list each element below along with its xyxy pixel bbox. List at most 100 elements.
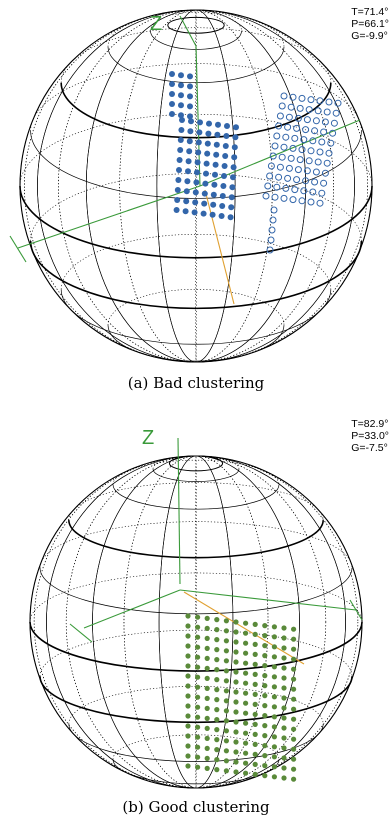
- cluster-point-hollow: [293, 124, 301, 132]
- cluster-point-filled: [233, 769, 239, 775]
- cluster-point-filled: [183, 198, 190, 205]
- cluster-point-filled: [183, 188, 190, 195]
- cluster-point-filled: [195, 149, 202, 156]
- cluster-point-filled: [291, 706, 297, 712]
- theta-angle: T=71.4°: [351, 6, 389, 18]
- cluster-point-filled: [187, 128, 194, 135]
- cluster-point-hollow: [291, 134, 299, 142]
- cluster-point-filled: [214, 737, 220, 743]
- cluster-point-filled: [212, 161, 219, 168]
- cluster-point-hollow: [293, 176, 301, 184]
- cluster-point-filled: [243, 690, 249, 696]
- cluster-point-filled: [281, 625, 287, 631]
- cluster-point-filled: [178, 82, 184, 89]
- cluster-point-hollow: [307, 96, 315, 104]
- cluster-point-filled: [281, 765, 287, 771]
- cluster-point-filled: [223, 698, 229, 704]
- cluster-point-filled: [204, 615, 210, 621]
- cluster-point-filled: [232, 134, 239, 141]
- cluster-point-filled: [214, 677, 220, 683]
- cluster-point-filled: [233, 669, 239, 675]
- cluster-point-filled: [224, 123, 230, 129]
- panel-good-clustering: Z T=82.9° P=33.0° G=-7.5° (b) Good clust…: [0, 414, 392, 828]
- cluster-point-filled: [229, 184, 236, 191]
- cluster-point-filled: [233, 719, 239, 725]
- cluster-point-filled: [291, 726, 297, 732]
- cluster-point-hollow: [284, 123, 292, 131]
- latitude-ring-back: [29, 572, 363, 623]
- cluster-point-filled: [176, 167, 182, 173]
- cluster-point-filled: [204, 665, 210, 671]
- cluster-point-filled: [291, 696, 297, 702]
- cluster-point-hollow: [320, 128, 328, 136]
- cluster-point-hollow: [280, 143, 288, 151]
- cluster-point-filled: [202, 180, 209, 187]
- cluster-point-filled: [233, 639, 239, 645]
- cluster-point-filled: [196, 129, 203, 136]
- cluster-point-filled: [271, 684, 277, 690]
- cluster-point-filled: [191, 209, 198, 216]
- cluster-point-hollow: [300, 136, 308, 144]
- orientation-vector: [183, 591, 305, 665]
- panel-bad-clustering: Z T=71.4° P=66.1° G=-9.9° (a) Bad cluste…: [9, 6, 389, 392]
- cluster-point-filled: [262, 703, 268, 709]
- latitude-ring: [60, 289, 332, 345]
- cluster-point-filled: [291, 716, 297, 722]
- cluster-point-filled: [203, 160, 210, 167]
- cluster-point-filled: [211, 181, 218, 188]
- cluster-point-hollow: [266, 246, 274, 254]
- cluster-point-hollow: [302, 126, 310, 134]
- cluster-point-filled: [223, 728, 229, 734]
- cluster-point-hollow: [287, 103, 295, 111]
- cluster-point-hollow: [312, 168, 320, 176]
- cluster-point-filled: [204, 645, 210, 651]
- cluster-point-hollow: [303, 167, 311, 175]
- gamma-angle: G=-9.9°: [351, 30, 388, 42]
- cluster-point-filled: [291, 646, 297, 652]
- cluster-point-hollow: [316, 199, 324, 207]
- cluster-point-hollow: [320, 179, 328, 187]
- cluster-point-filled: [193, 179, 200, 186]
- cluster-point-filled: [252, 771, 258, 777]
- cluster-point-filled: [197, 119, 203, 126]
- cluster-point-filled: [252, 761, 258, 767]
- cluster-point-hollow: [314, 107, 322, 115]
- cluster-point-filled: [291, 756, 297, 762]
- z-axis-label: Z: [142, 427, 154, 449]
- cluster-point-filled: [291, 676, 297, 682]
- cluster-point-filled: [187, 73, 193, 80]
- cluster-point-filled: [252, 621, 258, 627]
- north-pole-cap: [167, 16, 225, 34]
- cluster-point-filled: [243, 640, 249, 646]
- cluster-point-filled: [281, 705, 287, 711]
- cluster-point-filled: [252, 751, 258, 757]
- cluster-point-hollow: [280, 92, 288, 100]
- cluster-point-hollow: [330, 119, 338, 127]
- latitude-ring-back: [107, 10, 285, 47]
- cluster-point-filled: [252, 641, 258, 647]
- cluster-point-filled: [177, 137, 184, 143]
- cluster-point-filled: [185, 743, 191, 749]
- cluster-point-filled: [204, 685, 210, 691]
- cluster-point-filled: [213, 151, 220, 158]
- cluster-point-filled: [243, 710, 249, 716]
- cluster-point-filled: [223, 688, 229, 694]
- cluster-point-filled: [204, 755, 210, 761]
- cluster-point-filled: [271, 644, 277, 650]
- cluster-point-filled: [204, 635, 210, 641]
- cluster-point-hollow: [303, 116, 311, 124]
- cluster-point-hollow: [285, 113, 293, 121]
- cluster-point-hollow: [316, 97, 324, 105]
- cluster-point-filled: [185, 623, 191, 629]
- cluster-point-filled: [204, 715, 210, 721]
- cluster-point-filled: [185, 653, 191, 659]
- cluster-point-filled: [195, 674, 201, 680]
- cluster-point-hollow: [318, 138, 326, 146]
- coordinate-axis: [83, 589, 181, 629]
- cluster-point-hollow: [268, 226, 276, 234]
- latitude-band-edge: [60, 82, 332, 139]
- cluster-point-filled: [271, 744, 277, 750]
- cluster-point-filled: [176, 157, 183, 163]
- cluster-point-filled: [204, 725, 210, 731]
- cluster-point-filled: [243, 620, 249, 626]
